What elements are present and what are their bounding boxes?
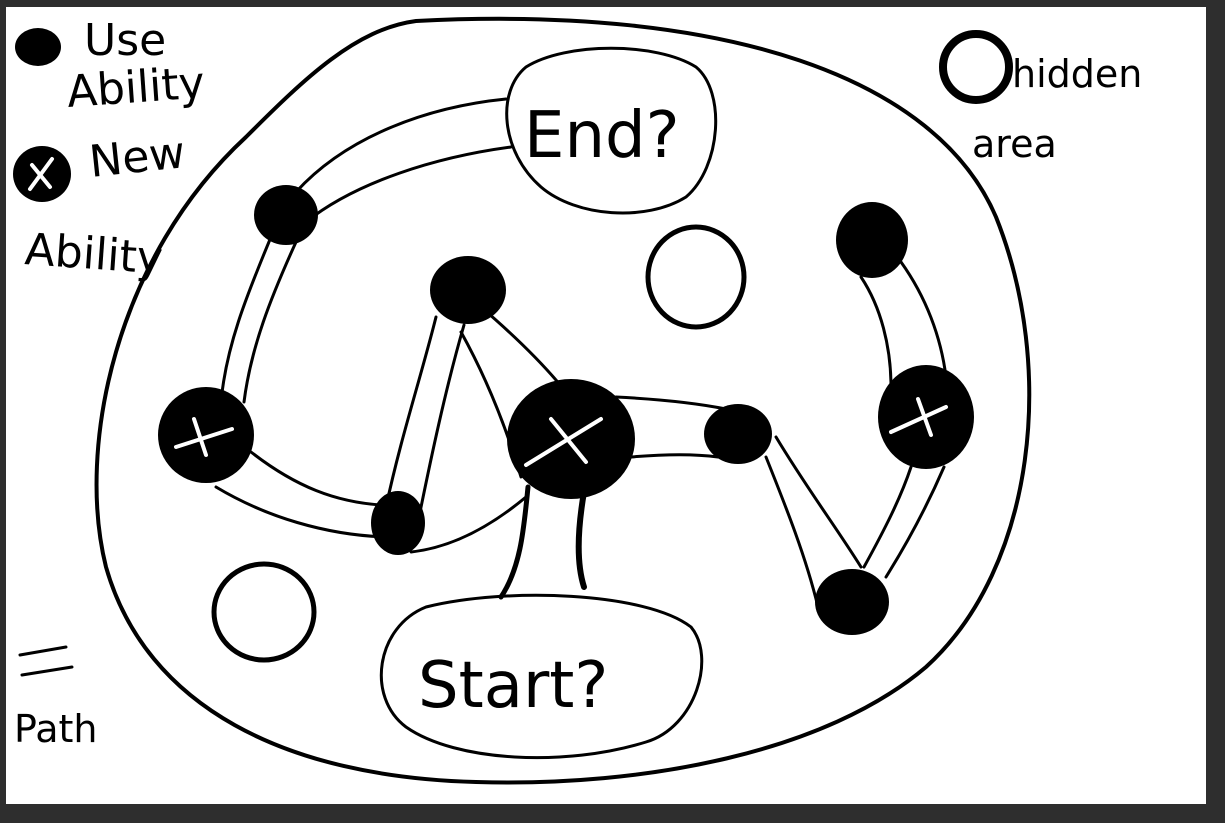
path-x2-to-start bbox=[498, 484, 531, 600]
hidden-area-bottom-left bbox=[211, 561, 317, 663]
legend-hidden-circle bbox=[939, 30, 1013, 104]
new-ability-node bbox=[507, 379, 635, 499]
level-map-sketch: End? Start? Use Ability bbox=[13, 15, 1142, 785]
end-bubble bbox=[505, 46, 718, 215]
use-ability-node bbox=[254, 185, 318, 245]
use-ability-node bbox=[371, 491, 425, 555]
legend-path-lines bbox=[18, 645, 74, 677]
new-ability-node bbox=[878, 365, 974, 469]
path-node3-to-x2 bbox=[409, 495, 528, 554]
path-x2-to-start-inner bbox=[575, 489, 587, 590]
use-ability-node bbox=[430, 256, 506, 324]
path-x2-to-node4 bbox=[614, 395, 728, 411]
new-ability-node bbox=[158, 387, 254, 483]
use-ability-node bbox=[836, 202, 908, 278]
use-ability-nodes bbox=[254, 185, 908, 635]
legend-path-label: Path bbox=[14, 707, 97, 751]
start-area: Start? bbox=[379, 593, 704, 760]
start-label: Start? bbox=[418, 649, 608, 723]
use-ability-node bbox=[704, 404, 772, 464]
path-x3-to-node6 bbox=[859, 275, 893, 389]
legend-use-ability: Use Ability bbox=[15, 15, 206, 118]
new-ability-nodes bbox=[158, 365, 974, 499]
path-node1-to-x1 bbox=[219, 235, 273, 404]
legend-new-label-2: Ability bbox=[23, 224, 164, 285]
start-bubble bbox=[379, 593, 704, 760]
legend-use-label-1: Use bbox=[84, 15, 166, 66]
paths bbox=[214, 97, 948, 609]
path-node4-to-node5 bbox=[764, 455, 820, 609]
end-label: End? bbox=[524, 99, 680, 173]
legend-hidden-label-2: area bbox=[972, 122, 1057, 166]
path-node5-to-x3 bbox=[862, 465, 913, 569]
path-x1-to-node3-inner bbox=[249, 450, 383, 507]
world-boundary bbox=[94, 16, 1032, 785]
path-node1-to-x1-inner bbox=[242, 240, 298, 404]
end-area: End? bbox=[505, 46, 718, 215]
legend-new-ability-x bbox=[28, 157, 54, 191]
legend-new-label-1: New bbox=[87, 127, 188, 188]
legend-use-label-2: Ability bbox=[65, 57, 206, 118]
legend-new-ability: New Ability bbox=[13, 127, 188, 285]
use-ability-node bbox=[815, 569, 889, 635]
path-x3-to-node6-inner bbox=[899, 260, 948, 379]
path-end-to-node1-inner bbox=[304, 145, 513, 224]
path-x2-to-node4-inner bbox=[629, 453, 720, 459]
path-node2-to-x2-inner bbox=[479, 305, 568, 394]
path-node4-to-node5-inner bbox=[774, 435, 863, 569]
legend-path: Path bbox=[14, 645, 97, 751]
sketch-canvas: End? Start? Use Ability bbox=[6, 7, 1206, 804]
legend-use-ability-dot bbox=[15, 28, 61, 66]
path-node5-to-x3-inner bbox=[884, 465, 946, 579]
path-x1-to-node3 bbox=[214, 485, 388, 539]
path-node3-to-node2-inner bbox=[414, 323, 466, 534]
path-node3-to-node2 bbox=[384, 315, 438, 509]
legend-hidden-area: hidden area bbox=[939, 30, 1142, 166]
hidden-area-top bbox=[645, 224, 747, 330]
legend-hidden-label-1: hidden bbox=[1012, 52, 1142, 96]
path-end-to-node1 bbox=[294, 97, 508, 194]
